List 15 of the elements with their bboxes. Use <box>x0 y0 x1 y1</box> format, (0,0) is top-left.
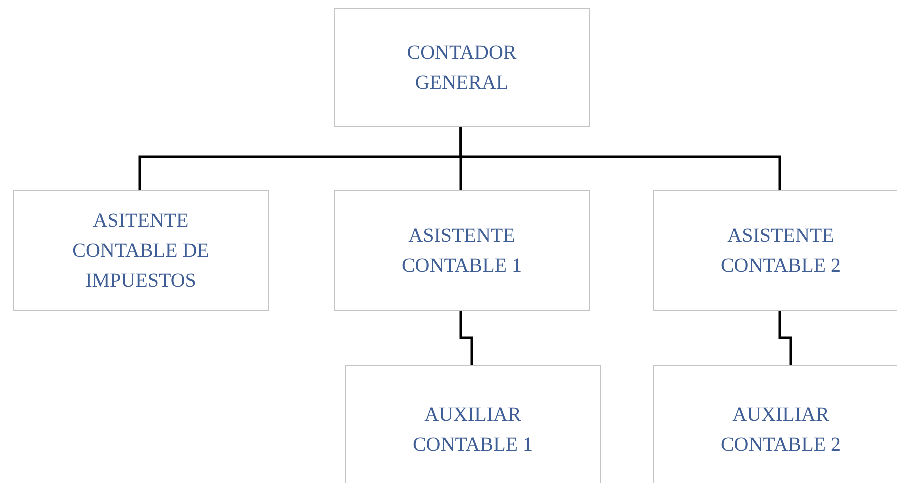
org-box <box>334 190 590 311</box>
connector-line <box>460 127 782 190</box>
org-box <box>653 190 897 311</box>
position-title: AUXILIAR CONTABLE 2 <box>720 403 842 458</box>
org-box <box>345 365 601 483</box>
org-box <box>653 365 897 483</box>
org-box <box>13 190 269 311</box>
position-title: CONTADOR GENERAL <box>406 40 518 96</box>
position-title: ASISTENTE CONTABLE 1 <box>400 224 524 278</box>
org-box <box>334 8 590 127</box>
connector-line <box>778 311 792 365</box>
position-title: AUXILIAR CONTABLE 1 <box>412 403 534 458</box>
position-title: ASISTENTE CONTABLE 2 <box>720 224 842 278</box>
connector-line <box>460 311 474 365</box>
position-title: ASITENTE CONTABLE DE IMPUESTOS <box>72 208 210 294</box>
